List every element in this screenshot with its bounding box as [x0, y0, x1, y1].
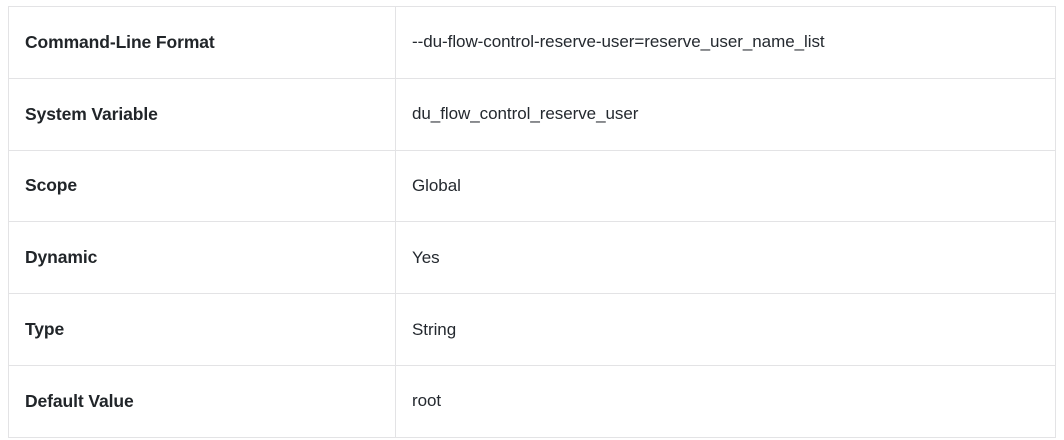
system-variable-reference-table: Command-Line Format --du-flow-control-re…	[8, 6, 1056, 438]
row-label-scope: Scope	[8, 150, 396, 222]
row-label-dynamic: Dynamic	[8, 221, 396, 294]
row-label-system-variable: System Variable	[8, 78, 396, 151]
table-row: Dynamic Yes	[8, 221, 1056, 294]
table-row: Default Value root	[8, 365, 1056, 438]
row-value-system-variable: du_flow_control_reserve_user	[395, 78, 1056, 151]
row-label-default-value: Default Value	[8, 365, 396, 438]
table-row: Command-Line Format --du-flow-control-re…	[8, 6, 1056, 79]
row-value-scope: Global	[395, 150, 1056, 222]
table-row: System Variable du_flow_control_reserve_…	[8, 78, 1056, 151]
table-row: Scope Global	[8, 150, 1056, 222]
row-value-default-value: root	[395, 365, 1056, 438]
row-label-command-line-format: Command-Line Format	[8, 6, 396, 79]
row-value-dynamic: Yes	[395, 221, 1056, 294]
table-row: Type String	[8, 293, 1056, 366]
row-value-type: String	[395, 293, 1056, 366]
row-value-command-line-format: --du-flow-control-reserve-user=reserve_u…	[395, 6, 1056, 79]
row-label-type: Type	[8, 293, 396, 366]
table-body: Command-Line Format --du-flow-control-re…	[8, 6, 1056, 438]
